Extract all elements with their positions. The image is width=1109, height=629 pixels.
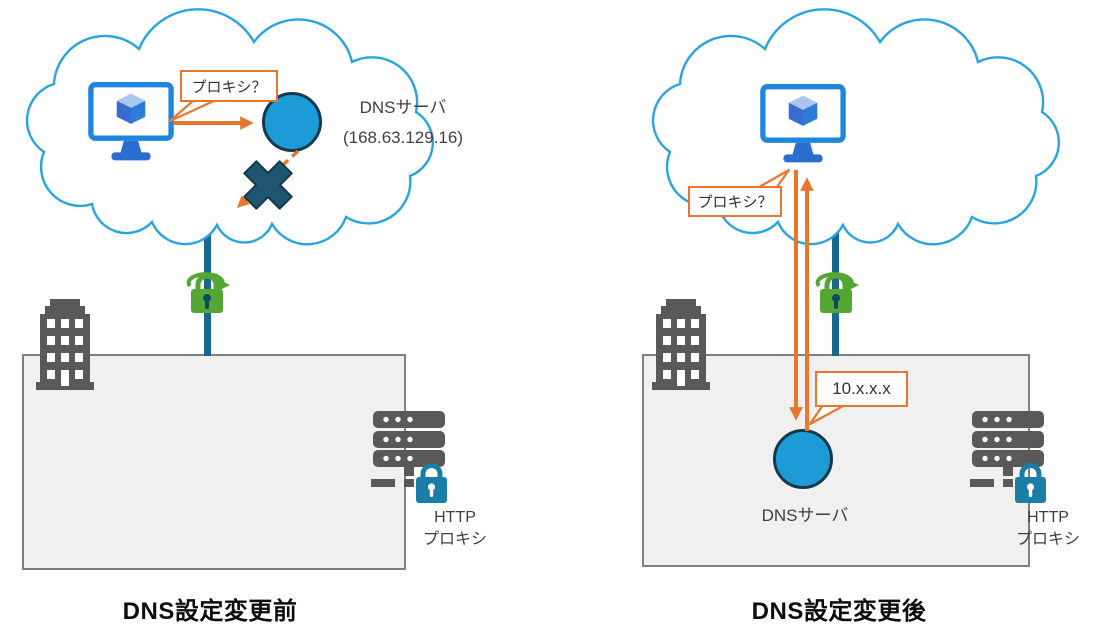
dns-endpoint-circle-onprem [773,429,833,489]
rack-unit-leds [982,416,1012,462]
dns-endpoint-circle-azure [262,92,322,152]
http-proxy-line1: HTTP [1027,509,1069,526]
lock-shackle [420,463,443,477]
azure-vm-icon [760,84,846,163]
vpn-gateway-lock-icon [186,272,230,313]
building-windows [47,319,83,386]
blocked-cross-icon [243,160,293,210]
diagram-title-before: DNS設定変更前 [122,598,298,625]
lock-keyhole [427,483,436,497]
lock-shackle [1019,463,1042,477]
http-proxy-line2: プロキシ [422,531,487,548]
lock-keyhole [203,294,211,309]
gateway-arrowhead [216,278,230,292]
rack-unit-leds [383,416,413,462]
building-icon [36,299,94,390]
dns-response-ip-text: 10.x.x.x [832,379,891,398]
azure-vm-icon [88,82,174,161]
vm-cube-icon [788,95,818,126]
dns-server-name: DNSサーバ [761,506,849,525]
proxy-question-text: プロキシ？ [697,194,773,211]
bubble-tail [168,98,218,123]
http-proxy-label-after: HTTP プロキシ [1006,507,1090,551]
http-proxy-line2: プロキシ [1015,531,1080,548]
http-proxy-line1: HTTP [434,509,476,526]
dns-server-name: DNSサーバ [359,98,447,117]
vm-cube-icon [116,93,146,124]
server-rack-icon [371,411,447,503]
http-proxy-label-before: HTTP プロキシ [413,507,497,551]
http-proxy-lock-icon [416,463,447,503]
gateway-arrowhead [845,278,859,292]
http-proxy-lock-icon [1015,463,1046,503]
lock-keyhole [1026,483,1035,497]
lock-shackle [824,273,848,289]
dns-server-label-before: DNSサーバ (168.63.129.16) [328,93,478,153]
monitor-stand [111,140,151,161]
proxy-question-bubble: プロキシ？ [688,186,782,217]
dns-server-label-after: DNSサーバ [740,501,870,531]
server-rack-icon [970,411,1046,503]
bubble-tail [808,403,847,426]
monitor-stand [783,142,823,163]
lock-keyhole [832,294,840,309]
onprem-network-box-before [22,354,406,570]
lock-shackle [195,273,219,289]
dns-response-ip-bubble: 10.x.x.x [815,371,908,407]
dns-server-ip: (168.63.129.16) [342,128,464,147]
proxy-question-text: プロキシ？ [191,78,267,96]
vpn-gateway-lock-icon [815,272,859,313]
building-icon [652,299,710,390]
diagram-title-after: DNS設定変更後 [751,598,927,625]
proxy-question-bubble: プロキシ？ [180,70,278,102]
building-windows [663,319,699,386]
